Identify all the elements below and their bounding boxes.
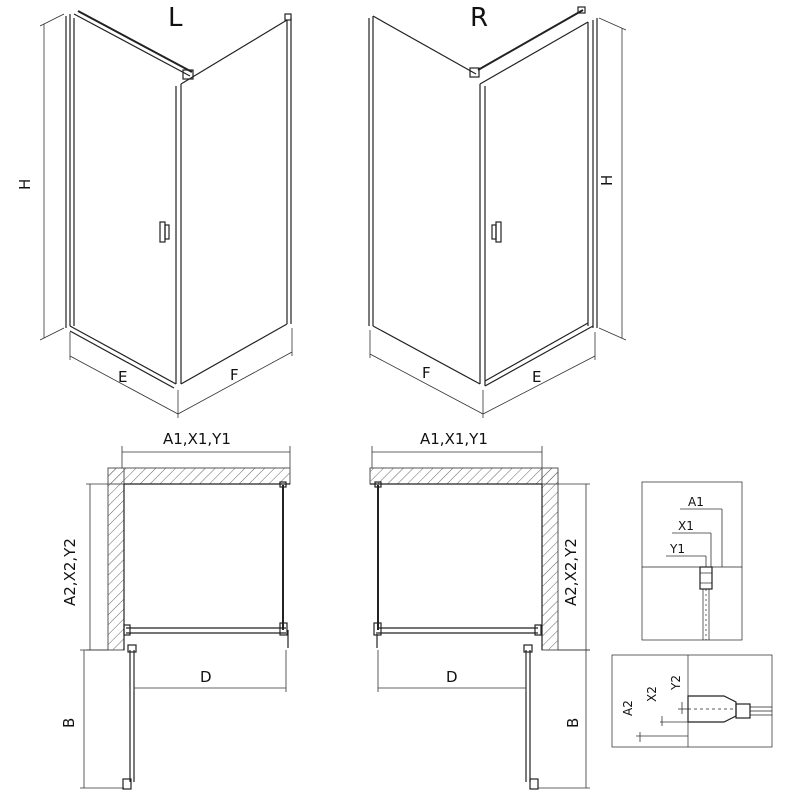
right-plan-top-label: A1,X1,Y1 <box>420 430 488 448</box>
left-perspective-view: L <box>16 3 293 418</box>
detail-a1-label: A1 <box>688 495 704 509</box>
left-view-title: L <box>168 3 183 33</box>
left-height-dimension: H <box>16 13 65 341</box>
left-e-label: E <box>118 368 127 386</box>
left-plan-d-label: D <box>200 668 212 686</box>
right-e-label: E <box>532 368 541 386</box>
left-side-panel <box>65 10 194 389</box>
door-handle <box>159 221 170 243</box>
right-height-dimension: H <box>598 17 627 341</box>
left-height-label: H <box>16 179 34 190</box>
detail-y1-label: Y1 <box>669 542 685 556</box>
right-f-label: F <box>422 364 431 382</box>
left-plan-view: A1,X1,Y1 A2,X2,Y2 D B <box>60 430 291 790</box>
right-side-panel <box>368 6 586 385</box>
door-handle <box>491 221 502 243</box>
right-plan-d-label: D <box>446 668 458 686</box>
right-plan-side-label: A2,X2,Y2 <box>562 538 580 606</box>
left-floor-dimensions: E F <box>69 328 293 418</box>
detail-top-profile: A1 X1 Y1 <box>641 481 743 641</box>
left-plan-b-label: B <box>60 718 78 728</box>
right-plan-view: A1,X1,Y1 A2,X2,Y2 D B <box>369 430 590 790</box>
left-plan-top-label: A1,X1,Y1 <box>163 430 231 448</box>
detail-y2-label: Y2 <box>669 675 683 691</box>
left-plan-side-label: A2,X2,Y2 <box>61 538 79 606</box>
left-plan-side-wall <box>107 467 125 651</box>
left-f-label: F <box>230 366 239 384</box>
detail-x2-label: X2 <box>645 686 659 702</box>
detail-a2-label: A2 <box>621 700 635 716</box>
left-door-panel <box>159 13 292 385</box>
right-view-title: R <box>470 3 488 33</box>
right-plan-b-label: B <box>564 718 582 728</box>
right-height-label: H <box>598 175 616 186</box>
right-door-panel <box>479 18 598 387</box>
detail-x1-label: X1 <box>678 519 694 533</box>
right-floor-dimensions: F E <box>369 330 596 418</box>
right-plan-side-wall <box>541 467 559 651</box>
right-perspective-view: R <box>368 3 627 418</box>
right-plan-back-wall <box>369 467 559 485</box>
left-plan-back-wall <box>107 467 291 485</box>
detail-bottom-profile: A2 X2 Y2 <box>611 654 773 748</box>
